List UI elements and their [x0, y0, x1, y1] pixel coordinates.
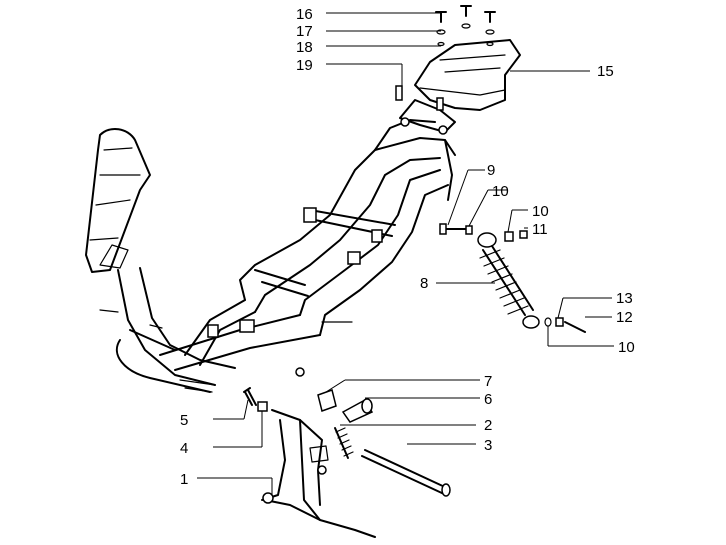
callout-10-a: 10 [492, 183, 509, 200]
center-stand [261, 409, 376, 538]
callout-3: 3 [484, 437, 492, 454]
callout-11: 11 [532, 221, 548, 238]
callout-15: 15 [597, 63, 614, 80]
callout-13: 13 [616, 290, 633, 307]
callout-7: 7 [484, 373, 492, 390]
rear-shock-absorber [477, 232, 540, 329]
callout-5: 5 [180, 412, 188, 429]
callout-1: 1 [180, 471, 188, 488]
callout-labels: 16 17 18 19 15 9 10 10 11 8 13 12 10 7 6… [180, 6, 635, 488]
callout-10-b: 10 [532, 203, 549, 220]
callout-8: 8 [420, 275, 428, 292]
callout-4: 4 [180, 440, 188, 457]
callout-9: 9 [487, 162, 495, 179]
leader-lines [197, 12, 614, 496]
callout-16: 16 [296, 6, 313, 23]
callout-6: 6 [484, 391, 492, 408]
callout-18: 18 [296, 39, 313, 56]
stand-fixings [243, 387, 268, 412]
seat-support-fasteners [435, 5, 496, 47]
seat-support-screws [395, 85, 444, 111]
stand-pivot-parts [317, 389, 374, 459]
scooter-frame [85, 119, 456, 393]
stand-pivot-rod [361, 449, 451, 497]
callout-19: 19 [296, 57, 313, 74]
callout-12: 12 [616, 309, 633, 326]
seat-support-bracket [399, 39, 521, 135]
callout-2: 2 [484, 417, 492, 434]
callout-17: 17 [296, 23, 313, 40]
callout-10-c: 10 [618, 339, 635, 356]
